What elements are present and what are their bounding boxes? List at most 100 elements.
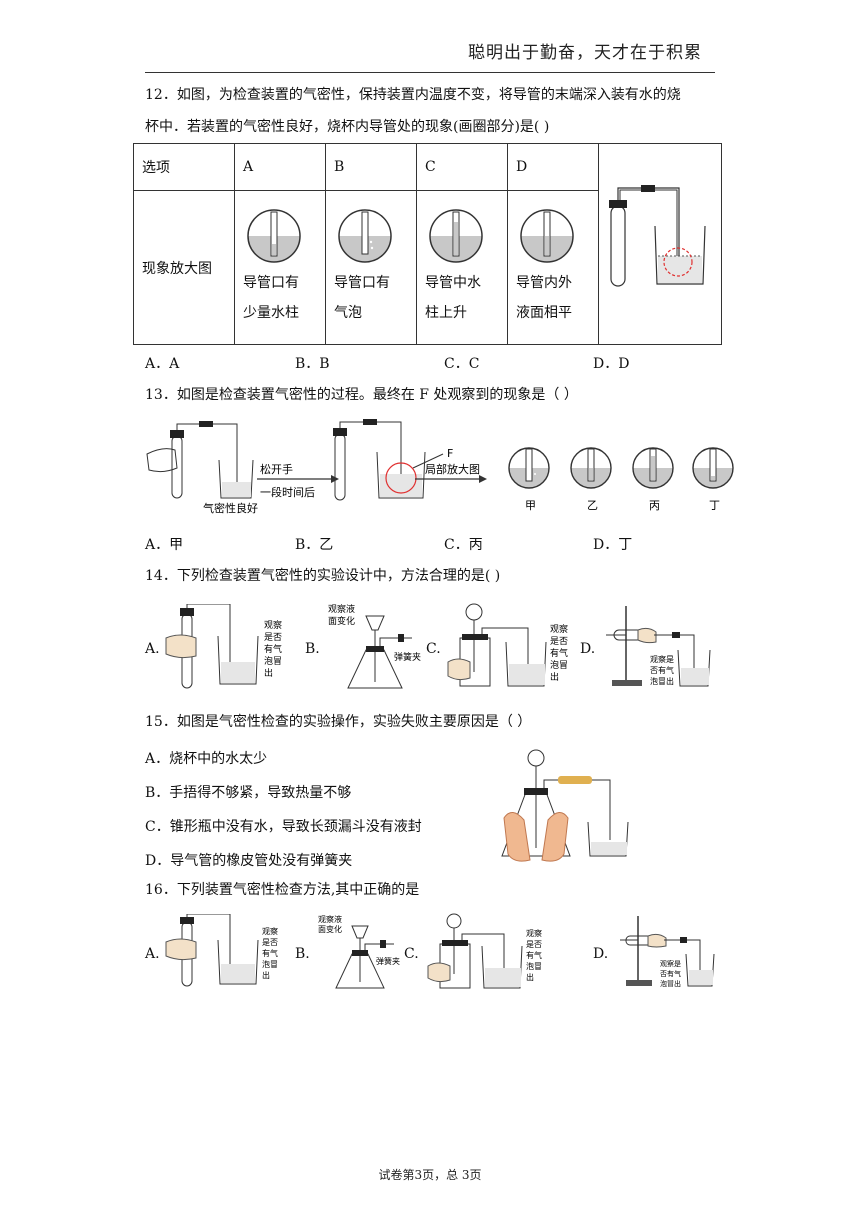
q14-b-note-1: 面变化 — [328, 615, 355, 627]
q12-b-desc2: 气泡 — [334, 304, 362, 321]
q13-label-ding: 丁 — [709, 499, 720, 512]
q13-label-bing: 丙 — [649, 499, 660, 512]
q16-figure-c: 观察 是否 有气 泡冒 出 — [427, 913, 542, 989]
q16-option-b[interactable]: B. — [295, 946, 310, 962]
q16-a-note-3: 泡冒 — [262, 959, 278, 969]
q16-figure-d: 观察是 否有气 泡冒出 — [620, 916, 715, 988]
q12-stem-line2: 杯中．若装置的气密性良好，烧杯内导管处的现象(画圈部分)是( ) — [145, 119, 550, 135]
q14-option-b[interactable]: B. — [305, 641, 320, 657]
q15-option-b[interactable]: B．手捂得不够紧，导致热量不够 — [145, 785, 352, 801]
q12-d-circle-figure — [520, 208, 574, 263]
q12-b-circle-figure — [338, 208, 392, 263]
q12-c-desc2: 柱上升 — [425, 304, 467, 321]
q14-c-note-3: 泡冒 — [550, 659, 568, 671]
q13-circle-ding — [692, 447, 734, 489]
q12-table: 选项 A B C D 现象放大图 — [133, 142, 722, 345]
q16-b-note-1: 面变化 — [318, 924, 342, 934]
q16-option-a[interactable]: A. — [145, 946, 160, 962]
q16-a-note-0: 观察 — [262, 926, 278, 936]
q14-a-note-0: 观察 — [264, 619, 282, 631]
q13-label-yi: 乙 — [587, 499, 598, 512]
q16-figure-a: 观察 是否 有气 泡冒 出 — [165, 914, 278, 987]
q13-circle-yi — [570, 447, 612, 489]
q14-c-note-0: 观察 — [550, 623, 568, 635]
q12-col-a-letter: A — [234, 142, 326, 192]
q14-figure-b: 观察液 面变化 弹簧夹 — [328, 603, 421, 689]
q14-c-note-1: 是否 — [550, 636, 568, 647]
q16-d-note-1: 否有气 — [660, 969, 681, 978]
page-footer: 试卷第3页，总 3页 — [378, 1168, 482, 1182]
q12-d-desc1: 导管内外 — [516, 274, 572, 291]
q16-d-note-2: 泡冒出 — [660, 979, 681, 988]
q15-option-c[interactable]: C．锥形瓶中没有水，导致长颈漏斗没有液封 — [145, 819, 422, 835]
q13-figure: 气密性良好 松开手 一段时间后 F 局部放大图 — [146, 419, 734, 515]
q12-col-c-letter: C — [416, 142, 508, 192]
q16-d-note-0: 观察是 — [660, 959, 681, 968]
q12-col-d-letter: D — [507, 142, 599, 192]
q16-a-note-2: 有气 — [262, 948, 278, 958]
q14-figure-d: 观察是 否有气 泡冒出 — [606, 606, 711, 687]
q12-c-circle-figure — [429, 208, 483, 263]
q12-a-desc2: 少量水柱 — [243, 304, 299, 321]
q12-col-a-cell: 导管口有 少量水柱 — [234, 190, 326, 345]
q15-option-a[interactable]: A．烧杯中的水太少 — [145, 751, 268, 767]
header-motto: 聪明出于勤奋，天才在于积累 — [468, 43, 702, 63]
q13-option-b[interactable]: B．乙 — [295, 537, 334, 553]
q12-col-c-cell: 导管中水 柱上升 — [416, 190, 508, 345]
q12-option-c[interactable]: C．C — [444, 356, 480, 372]
q16-b-note-0: 观察液 — [318, 914, 342, 924]
q14-a-note-4: 出 — [264, 667, 273, 679]
q12-col-d-cell: 导管内外 液面相平 — [507, 190, 599, 345]
q14-option-c[interactable]: C. — [426, 641, 441, 657]
q13-option-a[interactable]: A．甲 — [145, 537, 184, 553]
q12-option-d[interactable]: D．D — [593, 356, 630, 372]
q14-a-note-2: 有气 — [264, 643, 282, 655]
q14-d-note-0: 观察是 — [650, 654, 674, 664]
q15-option-d[interactable]: D．导气管的橡皮管处没有弹簧夹 — [145, 853, 353, 869]
q12-col-b-cell: 导管口有 气泡 — [325, 190, 417, 345]
q13-option-c[interactable]: C．丙 — [444, 537, 483, 553]
q13-caption-left: 气密性良好 — [203, 501, 258, 515]
q16-option-d[interactable]: D. — [593, 946, 609, 962]
q12-col-b-letter: B — [325, 142, 417, 192]
q15-stem: 15．如图是气密性检查的实验操作，实验失败主要原因是（ ） — [145, 714, 532, 730]
q13-arrow-label2: 一段时间后 — [260, 485, 315, 499]
q14-option-d[interactable]: D. — [580, 641, 596, 657]
q12-a-circle-figure — [247, 208, 301, 263]
q12-option-b[interactable]: B．B — [295, 356, 330, 372]
q16-a-note-4: 出 — [262, 970, 270, 980]
q13-circle-bing — [632, 447, 674, 489]
q12-apparatus-figure — [609, 185, 706, 287]
header-divider — [145, 72, 715, 73]
q16-b-clamp-label: 弹簧夹 — [376, 956, 400, 966]
q13-arrow-label1: 松开手 — [260, 462, 293, 476]
q14-c-note-2: 有气 — [550, 647, 568, 659]
q12-d-desc2: 液面相平 — [516, 304, 572, 321]
q16-c-note-4: 出 — [526, 972, 534, 982]
q12-apparatus-cell — [598, 143, 722, 345]
q12-row2-head: 现象放大图 — [133, 190, 235, 345]
q16-figure-b: 观察液 面变化 弹簧夹 — [318, 914, 400, 989]
q13-point-label: F — [447, 447, 453, 460]
q16-c-note-1: 是否 — [526, 940, 542, 949]
q14-stem: 14．下列检查装置气密性的实验设计中，方法合理的是( ) — [145, 568, 501, 584]
q14-a-note-1: 是否 — [264, 632, 282, 643]
q14-c-note-4: 出 — [550, 671, 559, 683]
q12-row1-head: 选项 — [133, 142, 235, 192]
q16-a-note-1: 是否 — [262, 938, 278, 947]
q14-option-a[interactable]: A. — [145, 641, 160, 657]
q12-a-desc1: 导管口有 — [243, 274, 299, 291]
q12-option-a[interactable]: A．A — [145, 356, 180, 372]
q13-circle-jia — [508, 447, 550, 489]
q16-c-note-3: 泡冒 — [526, 961, 542, 971]
q14-b-note-0: 观察液 — [328, 603, 355, 615]
q16-option-c[interactable]: C. — [404, 946, 419, 962]
q14-a-note-3: 泡冒 — [264, 655, 282, 667]
q15-figure — [501, 749, 629, 862]
q14-figure-c: 观察 是否 有气 泡冒 出 — [447, 603, 568, 687]
q13-option-d[interactable]: D．丁 — [593, 537, 633, 553]
q12-stem-line1: 12．如图，为检查装置的气密性，保持装置内温度不变，将导管的末端深入装有水的烧 — [145, 87, 681, 103]
q14-d-note-1: 否有气 — [650, 665, 674, 675]
q14-b-clamp-label: 弹簧夹 — [394, 651, 421, 663]
q12-c-desc1: 导管中水 — [425, 274, 481, 291]
